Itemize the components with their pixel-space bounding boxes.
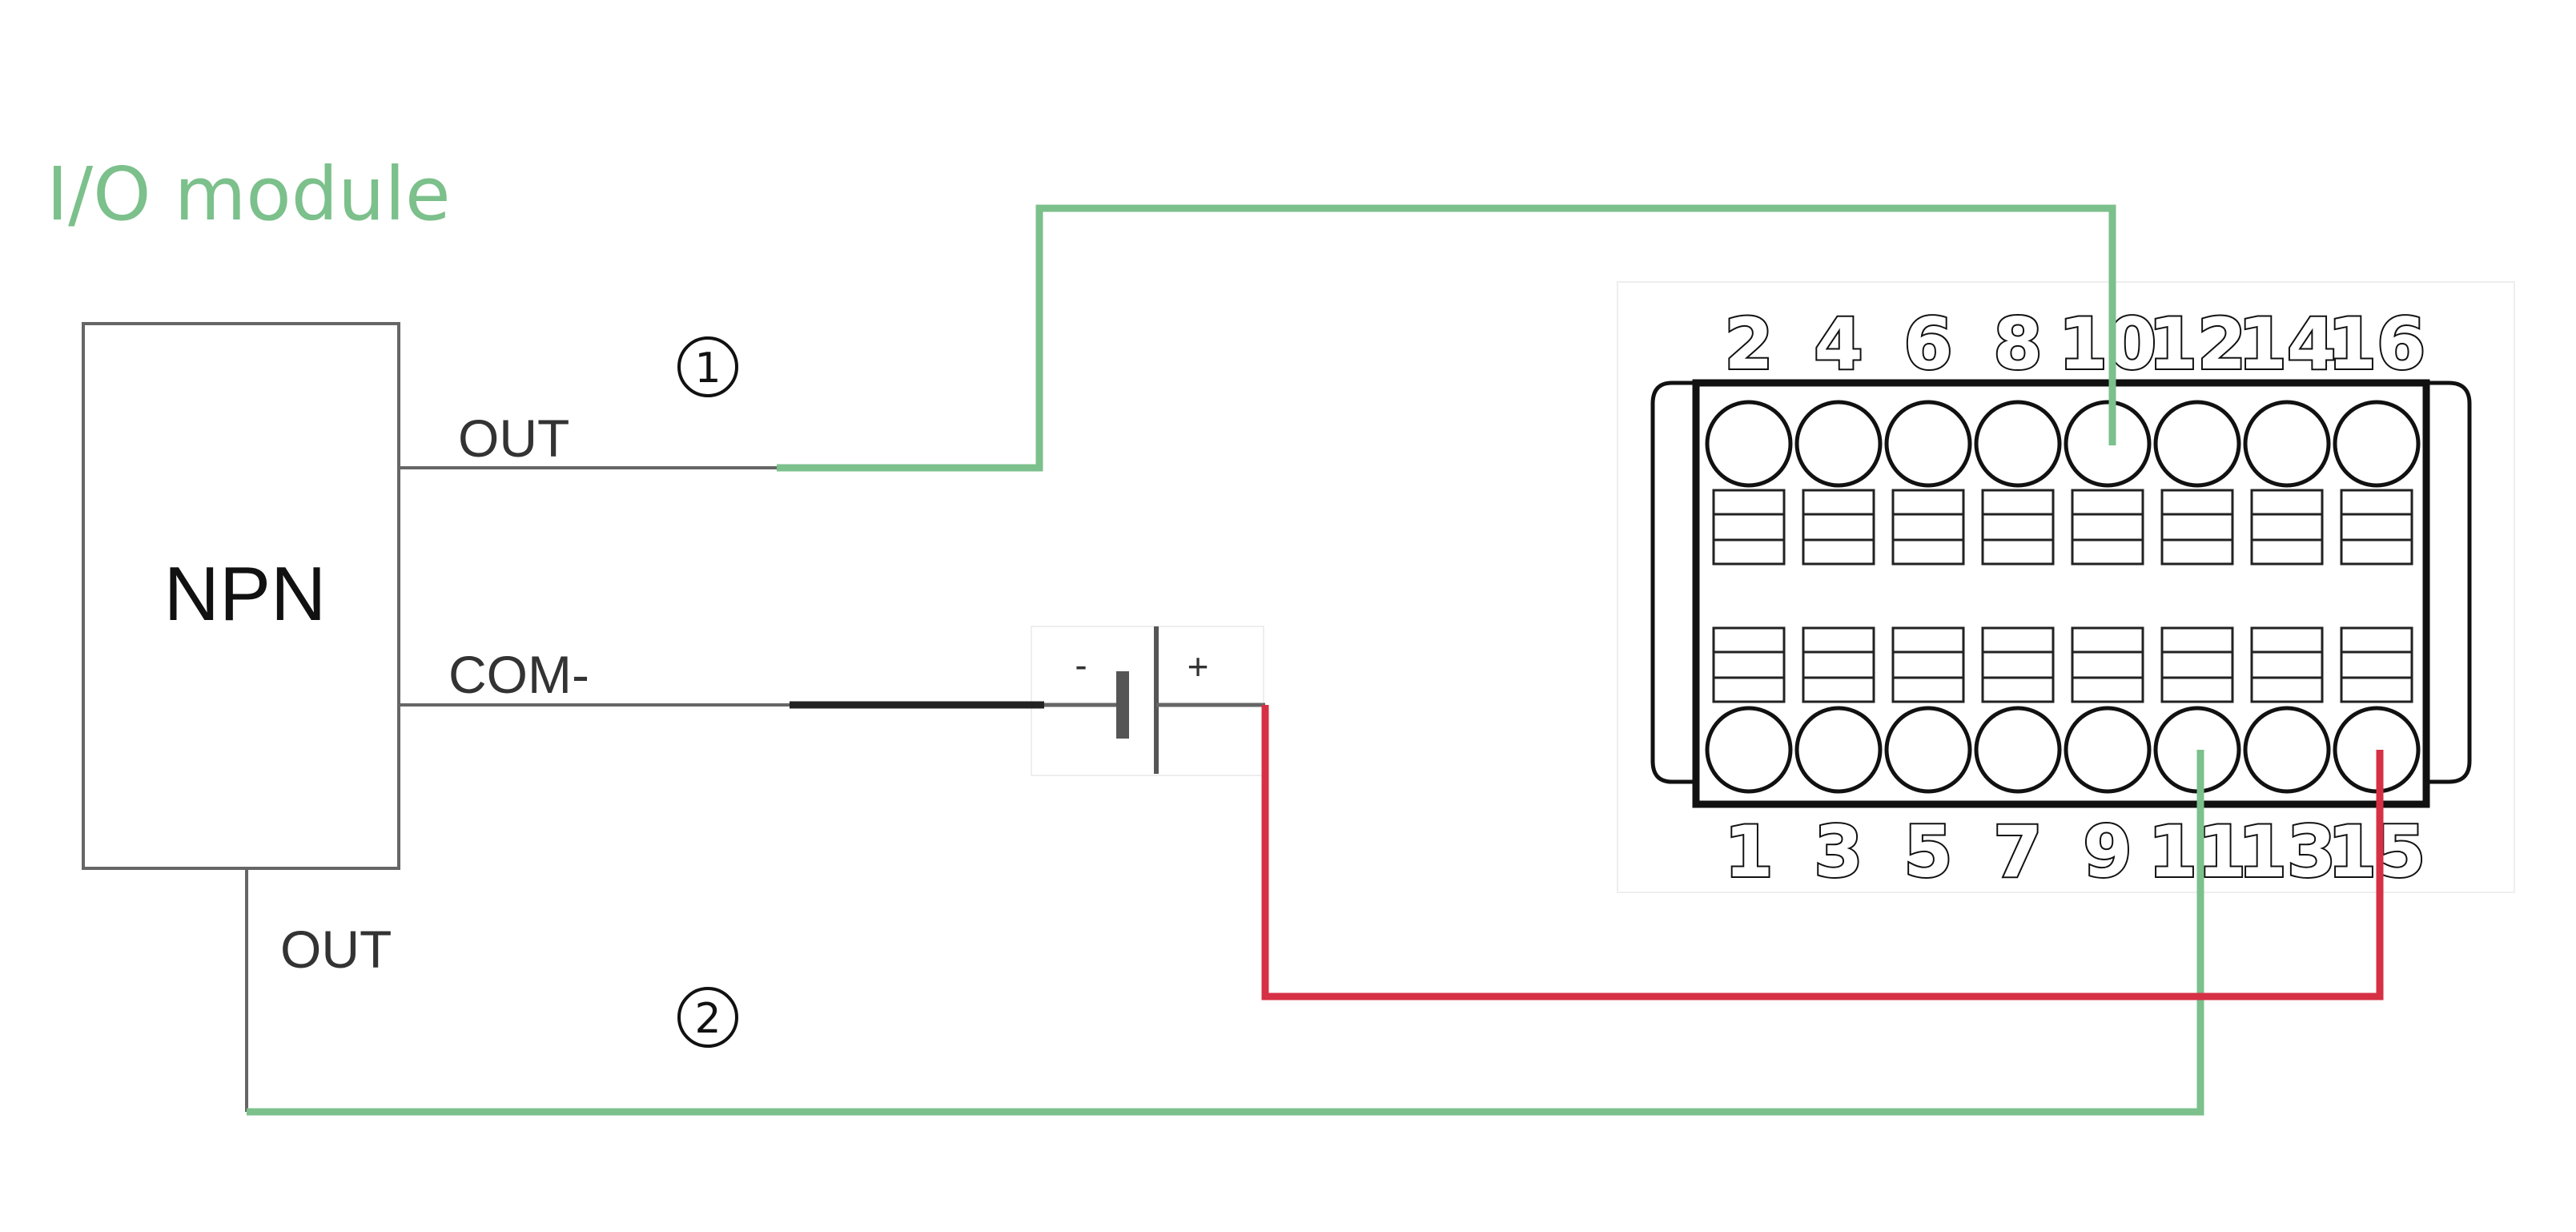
top-pin-number: 12 [2148, 303, 2246, 385]
terminal-screw-top [2153, 400, 2241, 488]
top-pin-number: 2 [1724, 303, 1773, 385]
terminal-left-bracket [1650, 380, 1696, 784]
marker-2: 2 [694, 995, 721, 1043]
npn-label: NPN [164, 551, 327, 637]
terminal-slot-upper [2340, 489, 2413, 566]
top-pin-number: 8 [1993, 303, 2042, 385]
terminal-screw-bottom [2243, 706, 2331, 794]
top-pin-number: 16 [2328, 303, 2425, 385]
top-pin-number: 10 [2059, 303, 2156, 385]
bottom-pin-number: 5 [1903, 811, 1952, 893]
terminal-screw-top [1794, 400, 1883, 488]
terminal-slot-upper [2071, 489, 2144, 566]
top-pin-number: 4 [1814, 303, 1863, 385]
out-label-top: OUT [458, 409, 569, 468]
terminal-screw-bottom [1705, 706, 1793, 794]
top-pin-number: 6 [1903, 303, 1952, 385]
battery-plus-label: + [1188, 646, 1209, 687]
bottom-pin-number: 7 [1993, 811, 2042, 893]
terminal-screw-top [2064, 400, 2152, 488]
terminal-slot-upper [2160, 489, 2234, 566]
terminal-screw-bottom [2064, 706, 2152, 794]
terminal-slot-lower [1891, 626, 1965, 703]
diagram-title: I/O module [46, 151, 451, 237]
battery-minus-label: - [1075, 644, 1087, 686]
battery-frame [1031, 626, 1264, 776]
terminal-slot-upper [2250, 489, 2324, 566]
out-label-bottom: OUT [280, 920, 392, 979]
marker-2-circle [677, 987, 738, 1048]
terminal-slot-lower [1802, 626, 1875, 703]
terminal-slot-upper [1712, 489, 1786, 566]
terminal-slot-upper [1802, 489, 1875, 566]
terminal-slot-lower [2340, 626, 2413, 703]
terminal-columns [1705, 400, 2421, 794]
terminal-right-bracket [2426, 380, 2472, 784]
top-pin-number: 14 [2238, 303, 2336, 385]
terminal-screw-top [1884, 400, 1972, 488]
wire-out-1-to-pin-10 [777, 204, 2116, 472]
terminal-slot-lower [2071, 626, 2144, 703]
terminal-screw-top [1705, 400, 1793, 488]
bottom-pin-number: 1 [1724, 811, 1773, 893]
terminal-slot-lower [2160, 626, 2234, 703]
terminal-screw-bottom [1884, 706, 1972, 794]
terminal-slot-lower [1981, 626, 2055, 703]
terminal-slot-lower [1712, 626, 1786, 703]
marker-1: 1 [694, 344, 721, 393]
bottom-pin-number: 9 [2083, 811, 2132, 893]
bottom-pin-number: 3 [1814, 811, 1863, 893]
terminal-slot-lower [2250, 626, 2324, 703]
wire-battery-plus-to-pin-15 [1261, 705, 2384, 1000]
marker-1-circle [677, 336, 738, 397]
terminal-slot-upper [1981, 489, 2055, 566]
terminal-screw-bottom [1794, 706, 1883, 794]
bottom-pin-number: 13 [2238, 811, 2336, 893]
npn-sensor-box [82, 322, 400, 870]
com-label: COM- [448, 645, 589, 704]
terminal-screw-top [2243, 400, 2331, 488]
terminal-body [1692, 379, 2430, 808]
terminal-screw-top [1974, 400, 2062, 488]
terminal-slot-upper [1891, 489, 1965, 566]
terminal-screw-bottom [1974, 706, 2062, 794]
wire-out-2-to-pin-11 [247, 750, 2204, 1116]
terminal-screw-top [2333, 400, 2421, 488]
